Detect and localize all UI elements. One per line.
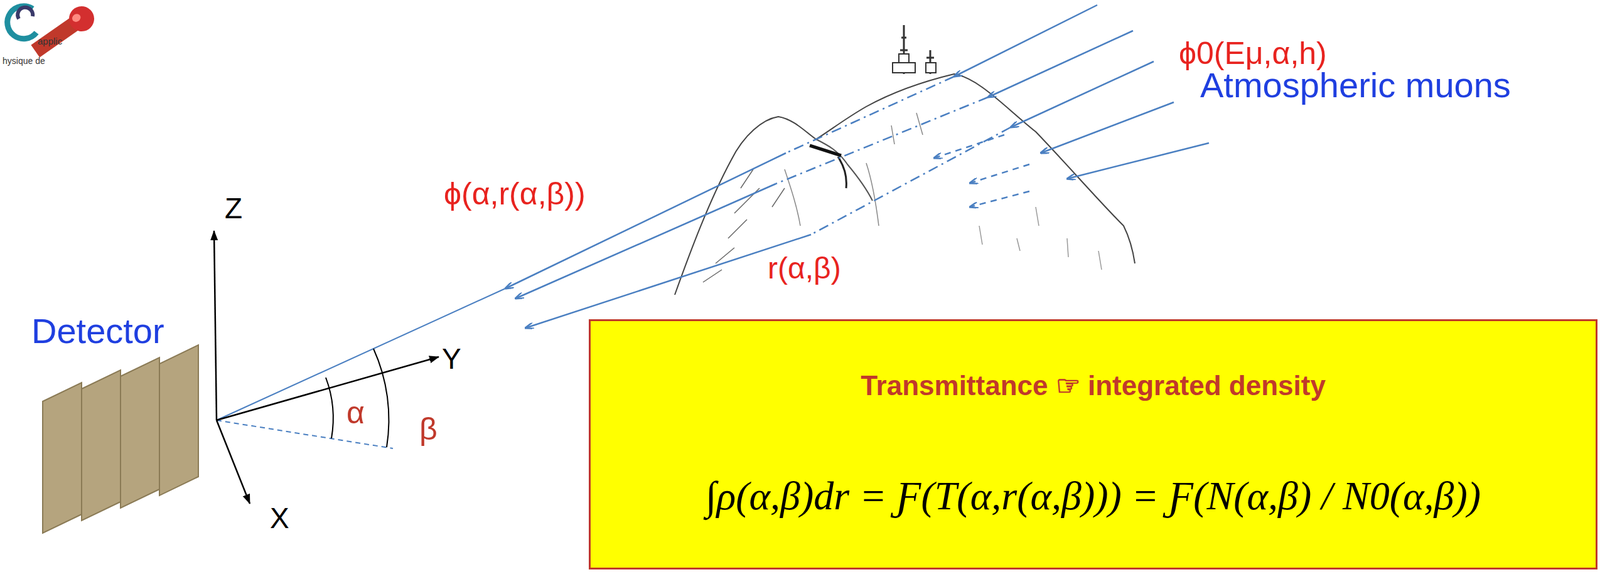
title-label: Atmospheric muons (1200, 65, 1511, 105)
path-label: r(α,β) (765, 252, 844, 286)
axis-label: Z (224, 192, 243, 225)
box-heading: Transmittance ☞ integrated density (860, 369, 1326, 402)
angle-arcs (325, 348, 389, 448)
detector-planes (42, 345, 199, 534)
formula-box: Transmittance ☞ integrated density ∫ρ(α,β… (588, 319, 1598, 570)
formula: ∫ρ(α,β)dr = Ƒ(T(α,r(α,β))) = Ƒ(N(α,β) / … (705, 473, 1481, 520)
logo-text: applic (37, 36, 63, 48)
detector-label: Detector (31, 311, 165, 351)
logo (7, 1, 100, 62)
angle-label: β (419, 412, 438, 447)
axes (214, 230, 439, 505)
logo-text: hysique de (2, 56, 46, 66)
mountain (674, 25, 1135, 296)
angle-label: α (346, 396, 365, 431)
flux-label: ϕ(α,r(α,β)) (443, 177, 586, 212)
axis-label: X (269, 502, 290, 535)
axis-label: Y (441, 343, 462, 376)
